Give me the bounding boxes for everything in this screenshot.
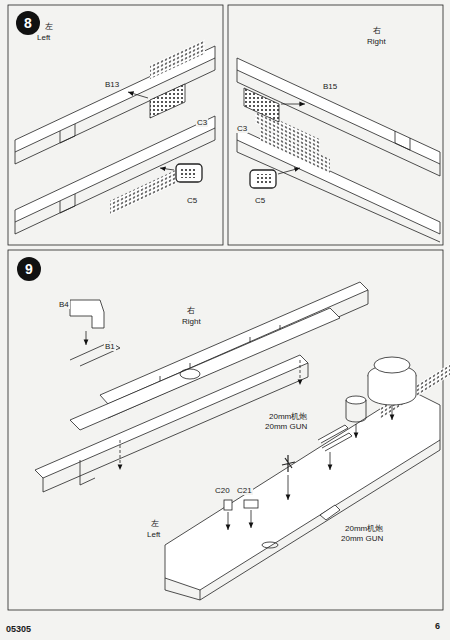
- side-label: 左: [150, 519, 160, 528]
- side-label: Left: [146, 530, 161, 539]
- part-number: B13: [104, 80, 120, 89]
- side-label: 左: [44, 22, 54, 31]
- kit-number: 05305: [5, 625, 32, 634]
- part-number: C5: [186, 196, 198, 205]
- part-note: 20mm GUN: [340, 534, 384, 543]
- side-label: Left: [36, 33, 51, 42]
- part-number: C21: [236, 486, 253, 495]
- part-number: C3: [236, 124, 248, 133]
- part-number: B4: [58, 300, 70, 309]
- page-number: 6: [434, 622, 441, 631]
- part-number: B1: [104, 342, 116, 351]
- step-number: 9: [17, 257, 41, 281]
- part-number: C20: [214, 486, 231, 495]
- side-label: Right: [366, 37, 387, 46]
- part-note: 20mm机炮: [268, 412, 308, 421]
- part-number: C3: [196, 118, 208, 127]
- step-number: 8: [16, 11, 40, 35]
- side-label: 右: [372, 26, 382, 35]
- part-number: B15: [322, 82, 338, 91]
- part-note: 20mm GUN: [264, 422, 308, 431]
- part-number: C5: [254, 196, 266, 205]
- step-number-text: 9: [25, 261, 33, 277]
- step-number-text: 8: [24, 15, 32, 31]
- side-label: 右: [186, 306, 196, 315]
- part-note: 20mm机炮: [344, 524, 384, 533]
- side-label: Right: [181, 317, 202, 326]
